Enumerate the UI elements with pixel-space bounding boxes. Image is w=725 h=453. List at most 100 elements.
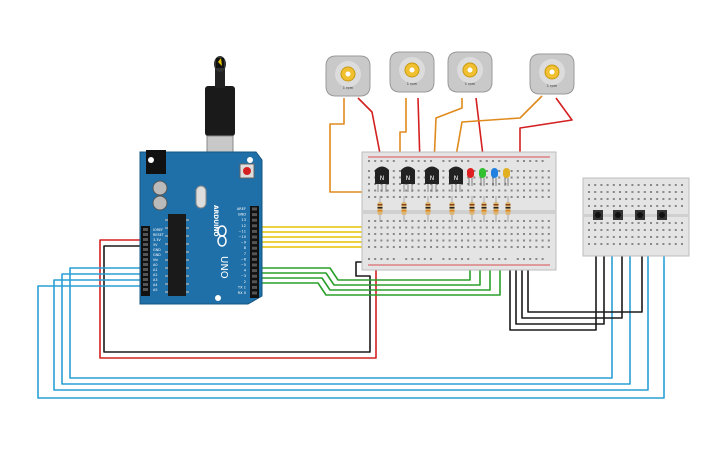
breadboard-hole (588, 191, 590, 193)
breadboard-hole (498, 220, 501, 222)
breadboard-hole (619, 229, 621, 231)
rail-hole (386, 160, 389, 162)
breadboard-hole (399, 226, 401, 229)
breadboard-hole (594, 191, 597, 193)
breadboard-hole (473, 176, 476, 179)
breadboard-hole (467, 220, 470, 222)
breadboard-hole (650, 198, 652, 200)
digital-pin-label: ~11 (238, 229, 246, 233)
breadboard-hole (448, 246, 451, 248)
breadboard-hole (442, 246, 445, 248)
rail-hole (454, 160, 457, 162)
breadboard-hole (600, 229, 603, 231)
breadboard-hole (510, 226, 513, 229)
breadboard-hole (656, 222, 659, 224)
digital-pin-label: 4 (244, 269, 247, 273)
breadboard-hole (411, 239, 414, 242)
breadboard-hole (619, 222, 621, 224)
breadboard-hole (461, 196, 463, 198)
breadboard-hole (637, 205, 640, 207)
rail-hole (523, 258, 525, 260)
pushbutton (635, 210, 645, 220)
breadboard-hole (529, 170, 532, 172)
breadboard-hole (386, 220, 389, 222)
breadboard-hole (368, 246, 370, 248)
breadboard-hole (436, 246, 439, 248)
breadboard-hole (674, 198, 677, 200)
breadboard-hole (600, 191, 603, 193)
breadboard-hole (498, 170, 501, 172)
power-pin-label: RESET (153, 233, 165, 237)
breadboard-hole (504, 196, 507, 198)
breadboard-hole (430, 239, 432, 242)
breadboard-hole (392, 196, 395, 198)
breadboard-hole (392, 220, 395, 222)
breadboard-hole (473, 246, 476, 248)
digital-pin (252, 229, 257, 233)
breadboard-hole (681, 229, 683, 231)
breadboard-hole (656, 184, 659, 186)
breadboard-hole (498, 176, 501, 179)
breadboard-hole (479, 189, 482, 192)
breadboard-hole (399, 176, 401, 179)
breadboard-hole (504, 189, 507, 192)
rail-hole (541, 160, 544, 162)
breadboard-hole (516, 220, 519, 222)
breadboard-hole (631, 191, 634, 193)
power-pin-label: A4 (153, 283, 157, 287)
led-red (467, 168, 474, 186)
breadboard-hole (411, 246, 414, 248)
breadboard-hole (535, 246, 538, 248)
breadboard-hole (510, 196, 513, 198)
breadboard-hole (681, 243, 683, 245)
breadboard-hole (399, 246, 401, 248)
breadboard-hole (386, 233, 389, 235)
resistor (481, 196, 487, 222)
breadboard-hole (523, 176, 525, 179)
breadboard-hole (594, 236, 597, 238)
breadboard-hole (668, 191, 671, 193)
rail-hole (380, 160, 383, 162)
wire-red-m4 (519, 97, 573, 164)
breadboard-hole (405, 220, 408, 222)
pushbutton (657, 210, 667, 220)
breadboard-hole (529, 196, 532, 198)
breadboard-hole (485, 233, 488, 235)
power-pin-label: 5V (153, 243, 158, 247)
rail-hole (411, 160, 414, 162)
breadboard-hole (473, 239, 476, 242)
breadboard-hole (423, 233, 426, 235)
breadboard-hole (625, 229, 628, 231)
breadboard-hole (485, 196, 488, 198)
power-pin (143, 248, 148, 251)
breadboard-hole (405, 196, 408, 198)
breadboard-hole (668, 198, 671, 200)
breadboard-hole (662, 191, 665, 193)
digital-pin-label: ~3 (241, 274, 246, 278)
breadboard-hole (498, 226, 501, 229)
breadboard-hole (588, 205, 590, 207)
power-pin-label: Vin (153, 258, 158, 262)
breadboard-hole (674, 205, 677, 207)
breadboard-hole (529, 220, 532, 222)
resistor (469, 196, 475, 222)
breadboard-hole (485, 239, 488, 242)
npn-transistor: N (449, 166, 463, 192)
rail-hole (523, 160, 525, 162)
breadboard-hole (600, 243, 603, 245)
breadboard-hole (529, 183, 532, 185)
breadboard-hole (454, 220, 457, 222)
breadboard-hole (516, 183, 519, 185)
power-pin (143, 278, 148, 281)
breadboard-hole (492, 196, 494, 198)
arduino-logo (217, 225, 227, 247)
breadboard-hole (612, 205, 615, 207)
breadboard-hole (368, 176, 370, 179)
rail-hole (485, 258, 488, 260)
breadboard-hole (529, 246, 532, 248)
pushbuttons (593, 210, 667, 220)
breadboard-hole (368, 220, 370, 222)
breadboard-hole (436, 196, 439, 198)
breadboard-hole (541, 183, 544, 185)
breadboard-hole (405, 239, 408, 242)
